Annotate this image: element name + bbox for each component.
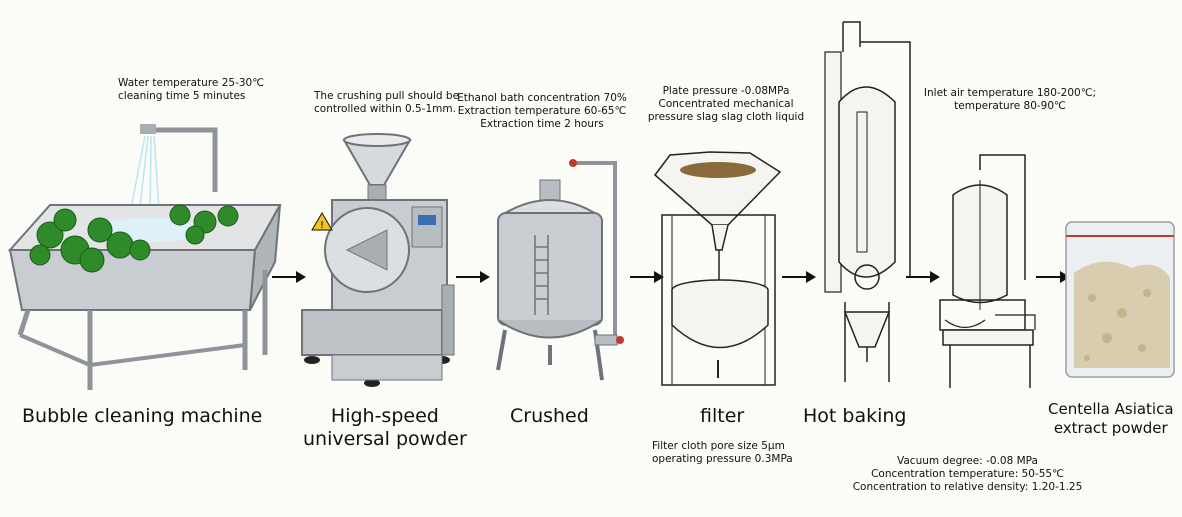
powder-bag-illustration xyxy=(1065,221,1175,378)
stage-6-note: Inlet air temperature 180-200℃; temperat… xyxy=(923,87,1097,112)
stage-1-note: Water temperature 25-30℃ cleaning time 5… xyxy=(118,77,265,102)
arrow-right-icon xyxy=(906,270,940,284)
stage-1-label: Bubble cleaning machine xyxy=(22,405,263,427)
stage-5-note-below: Vacuum degree: -0.08 MPa Concentration t… xyxy=(852,455,1083,493)
spray-dryer-illustration xyxy=(939,154,1036,388)
stage-2-note: The crushing pull should be controlled w… xyxy=(314,90,460,115)
arrow-right-icon xyxy=(630,270,664,284)
arrow-right-icon xyxy=(272,270,306,284)
svg-text:!: ! xyxy=(320,220,324,231)
arrow-right-icon xyxy=(1036,270,1070,284)
stage-3-label: Crushed xyxy=(510,405,589,427)
stage-3-note: Ethanol bath concentration 70% Extractio… xyxy=(457,92,627,130)
arrow-right-icon xyxy=(782,270,816,284)
stage-4-note-below: Filter cloth pore size 5μm operating pre… xyxy=(652,440,793,465)
arrow-right-icon xyxy=(456,270,490,284)
extraction-tank-illustration xyxy=(496,159,624,381)
warning-triangle-icon xyxy=(311,212,333,231)
vacuum-concentrator-illustration xyxy=(824,21,915,382)
stage-4-label: filter xyxy=(700,405,745,427)
stage-5-label: Hot baking xyxy=(803,405,907,427)
bubble-cleaning-machine-illustration xyxy=(7,124,282,390)
universal-powder-mill-illustration: ! xyxy=(301,133,455,387)
stage-4-note: Plate pressure -0.08MPa Concentrated mec… xyxy=(647,85,805,123)
stage-2-label: High-speed universal powder xyxy=(303,405,467,450)
stage-7-label: Centella Asiatica extract powder xyxy=(1048,400,1174,437)
filter-funnel-illustration xyxy=(653,151,782,386)
